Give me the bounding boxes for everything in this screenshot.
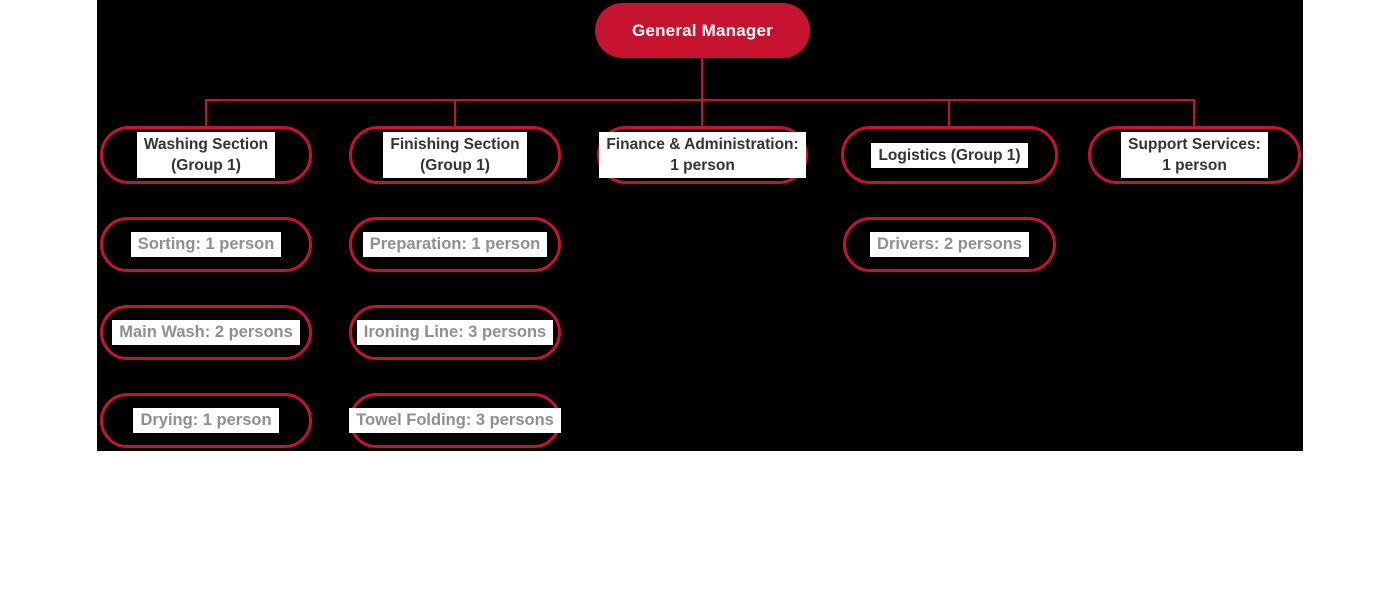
branch-label-line1: Washing Section <box>143 136 269 153</box>
child-node-drivers: Drivers: 2 persons <box>843 217 1056 272</box>
general-manager-node: General Manager <box>595 3 810 58</box>
branch-label-line1: Logistics (Group 1) <box>878 146 1021 164</box>
branch-label-line1: Support Services: <box>1128 136 1261 153</box>
connector-drop-washing <box>205 99 207 128</box>
child-label: Sorting: 1 person <box>130 232 282 257</box>
branch-node-support-services: Support Services: 1 person <box>1088 126 1301 184</box>
child-label: Drying: 1 person <box>133 408 279 433</box>
branch-node-finishing-section: Finishing Section (Group 1) <box>349 126 561 184</box>
branch-label-line2: 1 person <box>670 157 735 174</box>
child-node-main-wash: Main Wash: 2 persons <box>100 305 312 360</box>
connector-drop-finishing <box>454 99 456 128</box>
branch-node-finance-administration: Finance & Administration: 1 person <box>597 126 808 184</box>
branch-label: Finance & Administration: 1 person <box>599 132 806 178</box>
branch-label: Finishing Section (Group 1) <box>383 132 527 178</box>
branch-node-washing-section: Washing Section (Group 1) <box>100 126 312 184</box>
connector-drop-finance <box>701 99 703 128</box>
child-label: Ironing Line: 3 persons <box>356 320 554 345</box>
branch-label: Support Services: 1 person <box>1121 132 1268 178</box>
branch-node-logistics: Logistics (Group 1) <box>841 126 1058 184</box>
branch-label-line1: Finance & Administration: <box>606 136 799 153</box>
child-node-ironing-line: Ironing Line: 3 persons <box>349 305 561 360</box>
branch-label-line2: (Group 1) <box>171 157 241 174</box>
branch-label: Washing Section (Group 1) <box>136 132 276 178</box>
general-manager-label: General Manager <box>632 20 773 40</box>
child-label: Main Wash: 2 persons <box>112 320 300 345</box>
child-node-sorting: Sorting: 1 person <box>100 217 312 272</box>
branch-label-line2: (Group 1) <box>420 157 490 174</box>
child-label: Towel Folding: 3 persons <box>349 408 561 433</box>
connector-drop-support <box>1193 99 1195 128</box>
connector-drop-logistics <box>948 99 950 128</box>
child-label: Preparation: 1 person <box>362 232 548 257</box>
child-node-towel-folding: Towel Folding: 3 persons <box>349 393 561 448</box>
branch-label: Logistics (Group 1) <box>871 142 1028 168</box>
org-chart-canvas: General Manager Washing Section (Group 1… <box>97 0 1303 451</box>
branch-label-line1: Finishing Section <box>390 136 520 153</box>
child-node-preparation: Preparation: 1 person <box>349 217 561 272</box>
connector-root-stub <box>701 58 703 100</box>
child-node-drying: Drying: 1 person <box>100 393 312 448</box>
child-label: Drivers: 2 persons <box>870 232 1029 257</box>
branch-label-line2: 1 person <box>1162 157 1227 174</box>
connector-horizontal-bar <box>205 99 1195 101</box>
